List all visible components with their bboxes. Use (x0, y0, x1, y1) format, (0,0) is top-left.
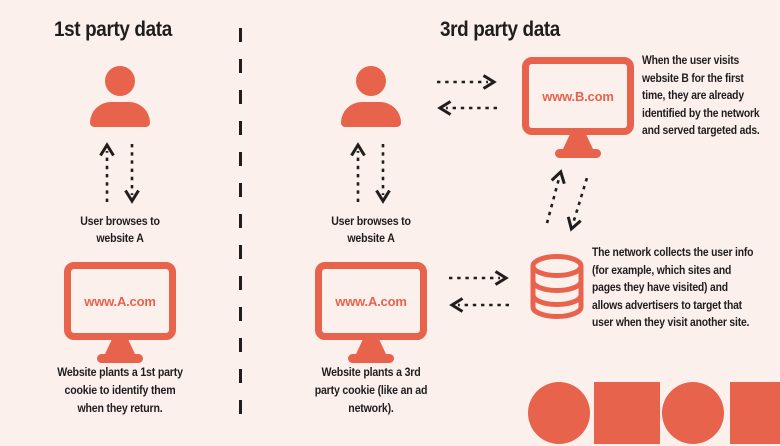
dashed-arrow-up-diagonal-icon (539, 167, 569, 227)
website-a-monitor-icon: www.A.com (64, 262, 176, 363)
dashed-arrow-left-icon (448, 297, 510, 313)
website-a-monitor-icon: www.A.com (315, 262, 427, 363)
dashed-arrow-right-icon (448, 270, 510, 286)
right-section-title: 3rd party data (440, 18, 560, 41)
website-b-url: www.B.com (542, 88, 614, 104)
dashed-arrow-down-icon (124, 142, 140, 204)
website-a-url: www.A.com (84, 293, 156, 309)
dashed-arrow-down-diagonal-icon (563, 174, 595, 234)
dashed-arrow-up-icon (350, 142, 366, 204)
paragraph-line5: user when they visit another site. (592, 317, 750, 329)
monitor-screen: www.A.com (315, 262, 427, 340)
monitor-screen: www.A.com (64, 262, 176, 340)
dashed-arrow-down-icon (375, 142, 391, 204)
right-browse-line2: website A (347, 233, 395, 245)
database-icon (528, 254, 586, 325)
user-torso-shape (341, 102, 401, 127)
right-caption-line3: network). (348, 403, 394, 415)
network-identify-paragraph: When the user visits website B for the f… (642, 53, 760, 141)
right-browse-text: User browses to website A (307, 214, 436, 248)
paragraph-line1: The network collects the user info (592, 247, 754, 259)
monitor-neck (105, 340, 135, 354)
logo-square-shape (594, 382, 660, 444)
user-head-shape (356, 66, 386, 96)
left-caption-line3: when they return. (77, 403, 163, 415)
user-icon (90, 66, 150, 127)
monitor-screen: www.B.com (522, 57, 634, 135)
paragraph-line3: time, they are already (642, 90, 744, 102)
right-caption-line1: Website plants a 3rd (321, 367, 421, 379)
left-caption-text: Website plants a 1st party cookie to ide… (42, 364, 198, 418)
paragraph-line3: pages they have visited) and (592, 282, 728, 294)
monitor-base (348, 354, 394, 363)
dashed-arrow-left-icon (436, 100, 498, 116)
left-browse-line1: User browses to (80, 216, 160, 228)
paragraph-line5: and served targeted ads. (642, 125, 760, 137)
network-collects-paragraph: The network collects the user info (for … (592, 245, 753, 333)
monitor-neck (356, 340, 386, 354)
right-caption-text: Website plants a 3rd party cookie (like … (293, 364, 449, 418)
paragraph-line2: (for example, which sites and (592, 264, 732, 277)
left-browse-text: User browses to website A (56, 214, 185, 248)
paragraph-line4: identified by the network (642, 107, 760, 120)
left-caption-line1: Website plants a 1st party (57, 367, 183, 379)
logo-square-shape (730, 382, 780, 444)
website-b-monitor-icon: www.B.com (522, 57, 634, 158)
monitor-neck (563, 135, 593, 149)
left-caption-line2: cookie to identify them (64, 385, 176, 397)
paragraph-line2: website B for the first (642, 72, 744, 85)
right-browse-line1: User browses to (331, 216, 411, 228)
user-icon (341, 66, 401, 127)
monitor-base (555, 149, 601, 158)
logo-circle-shape (662, 382, 724, 444)
left-browse-line2: website A (96, 233, 144, 245)
user-head-shape (105, 66, 135, 96)
dashed-arrow-right-icon (436, 74, 498, 90)
right-caption-line2: party cookie (like an ad (314, 385, 428, 397)
left-section-title: 1st party data (54, 18, 172, 41)
user-torso-shape (90, 102, 150, 127)
monitor-base (97, 354, 143, 363)
paragraph-line4: allows advertisers to target that (592, 299, 742, 312)
website-a-url: www.A.com (335, 293, 407, 309)
section-divider (239, 28, 242, 424)
dashed-arrow-up-icon (99, 142, 115, 204)
paragraph-line1: When the user visits (642, 55, 740, 67)
logo-circle-shape (528, 382, 590, 444)
